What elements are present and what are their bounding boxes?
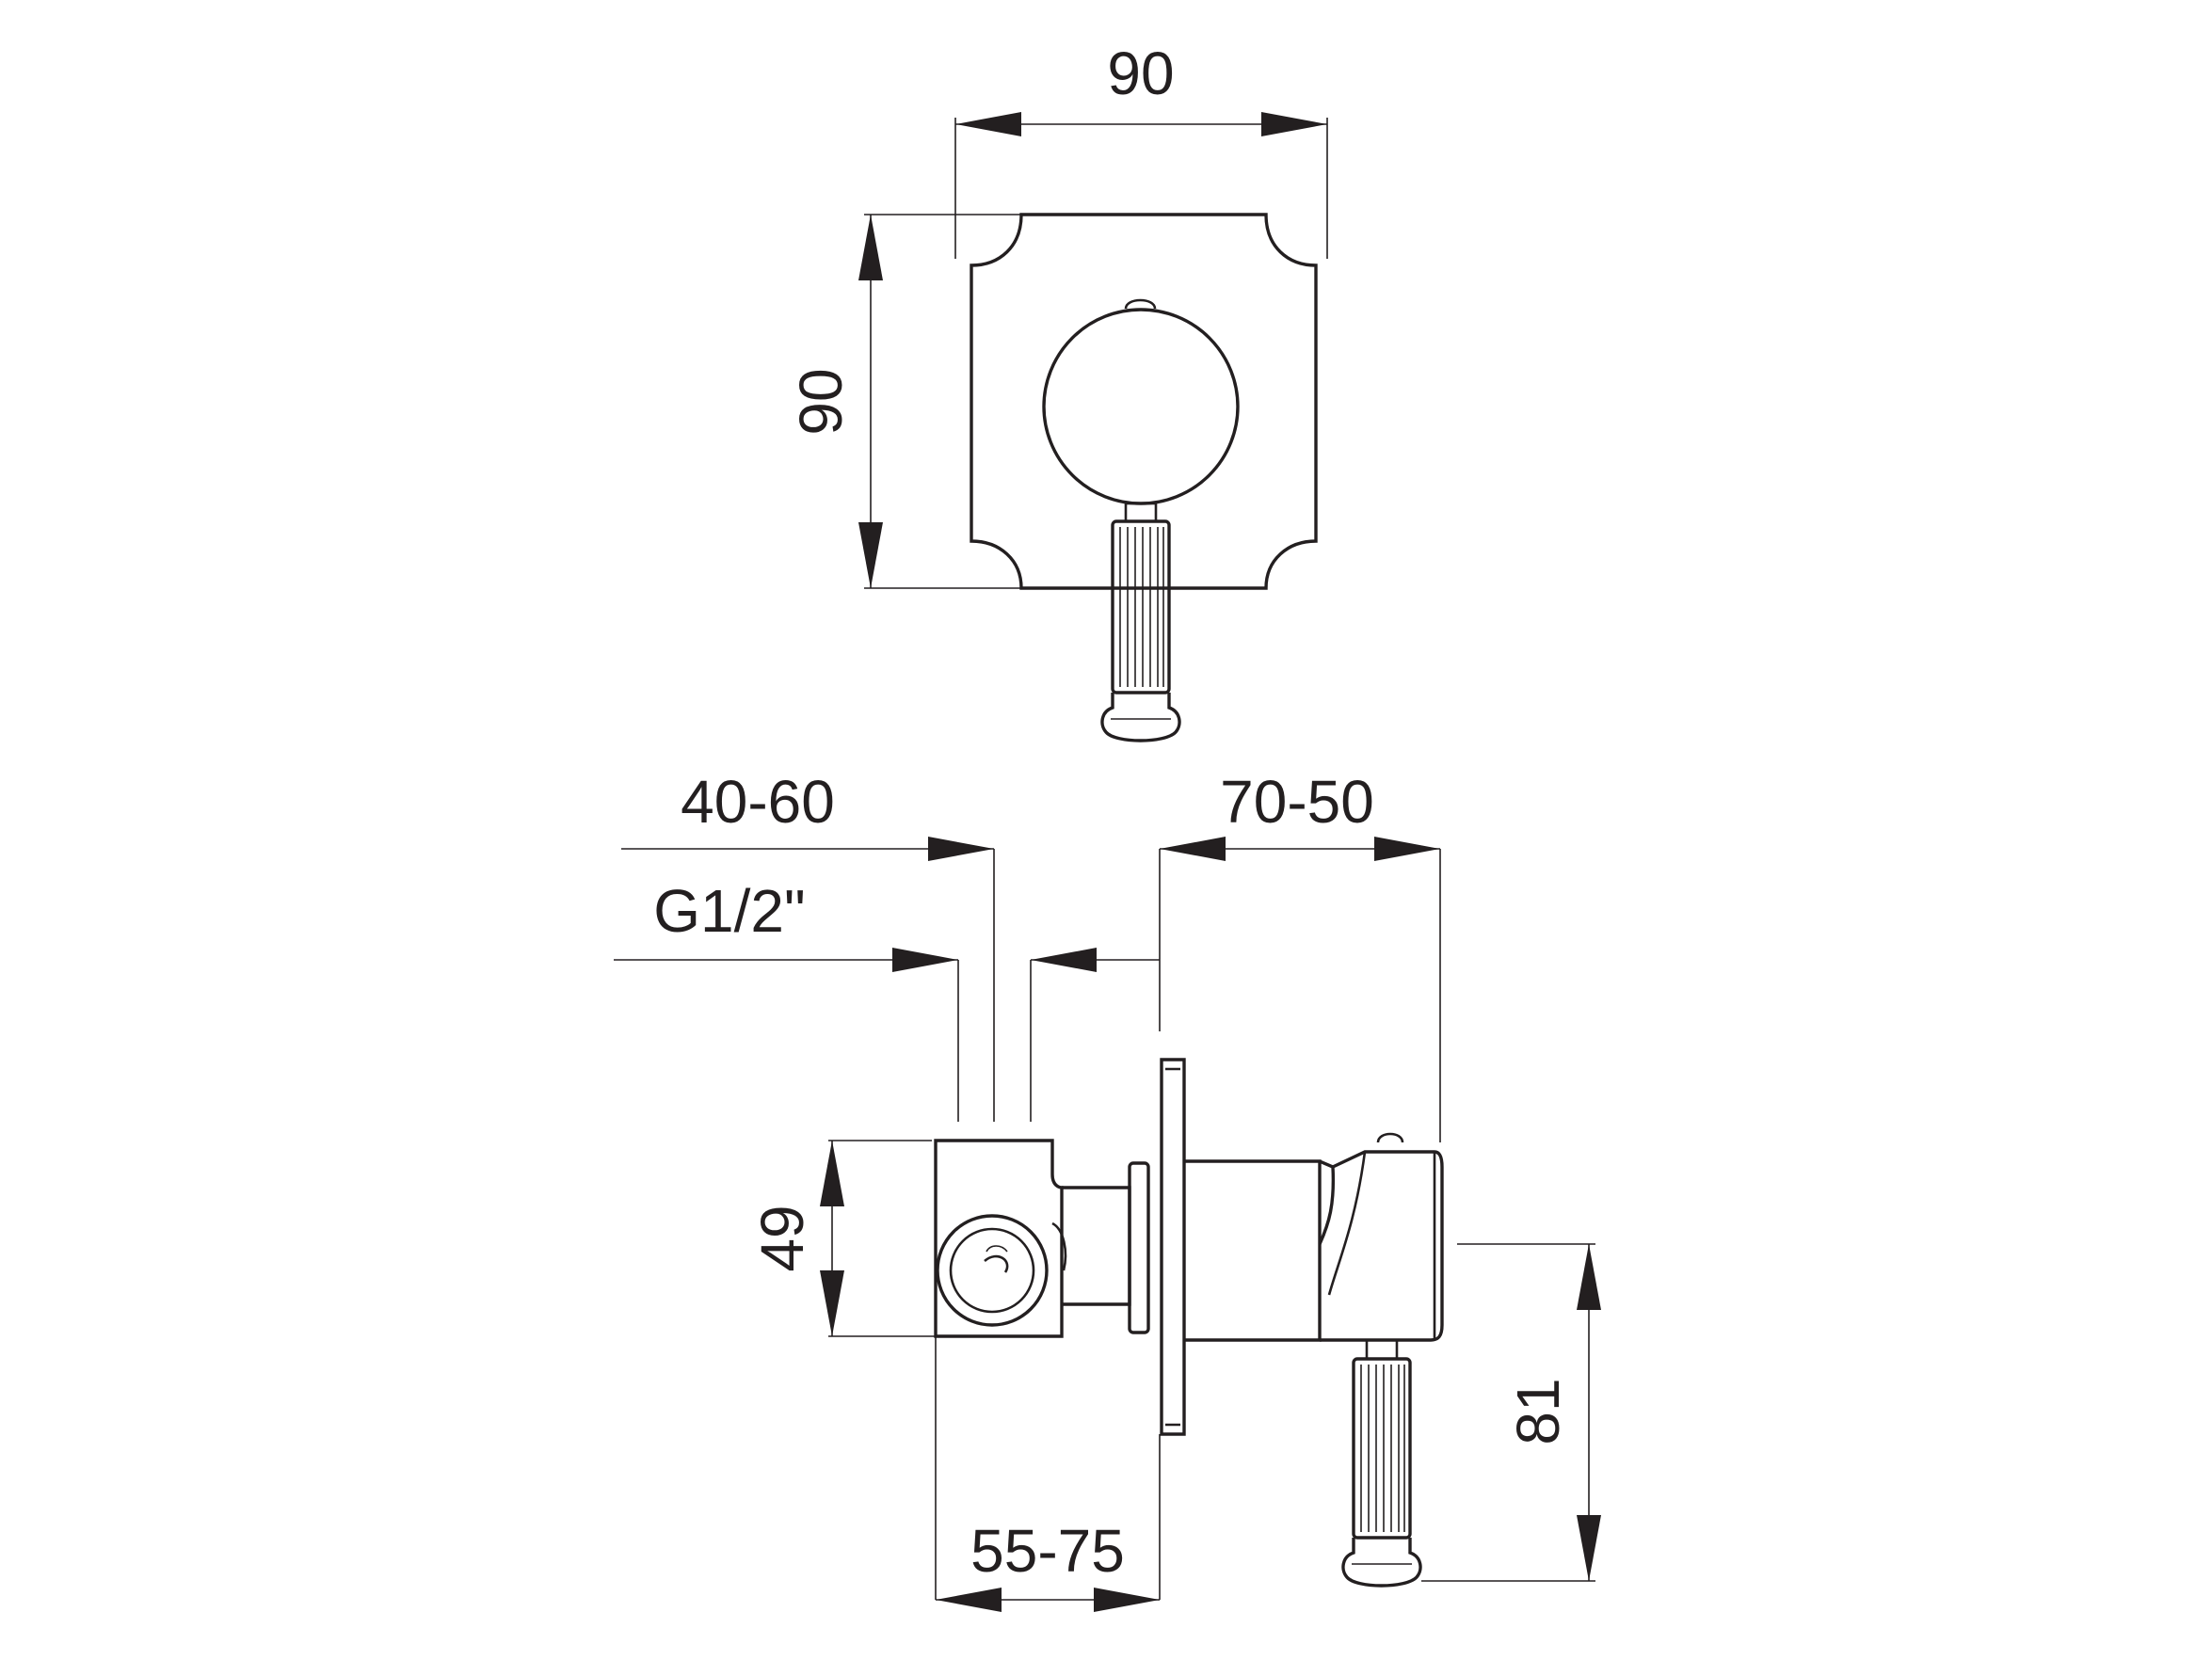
- lever-grip: [1111, 519, 1171, 694]
- dimension-front-height: 90: [787, 214, 1026, 589]
- dimension-lever-height: 81: [1421, 1243, 1601, 1582]
- lever-grip-side-ribs: [1360, 1365, 1405, 1532]
- valve-body: [934, 1139, 1064, 1338]
- dimension-projection: 70-50: [1159, 768, 1441, 1142]
- lever-end-cap: [1100, 693, 1181, 742]
- dimension-connection: G1/2": [614, 877, 1160, 1122]
- dimension-body-height: 49: [748, 1140, 968, 1337]
- side-view: 40-60 G1/2" 70-50 49: [614, 768, 1601, 1612]
- dim-label-projection: 70-50: [1220, 768, 1374, 836]
- dim-label-wall-depth: 40-60: [681, 768, 835, 836]
- lever-grip-ribs: [1119, 527, 1164, 687]
- handle-base-side: [1318, 1150, 1444, 1342]
- lever-neck-side: [1365, 1338, 1399, 1361]
- dimension-front-width: 90: [954, 40, 1328, 259]
- handle-nub: [1124, 298, 1157, 310]
- dim-label-connection: G1/2": [653, 877, 805, 945]
- dim-label-body-height: 49: [748, 1205, 816, 1271]
- dim-label-body-depth: 55-75: [970, 1517, 1125, 1585]
- front-view: 90 90: [787, 40, 1328, 742]
- wall-flange: [1160, 1058, 1186, 1436]
- lever-end-cap-side: [1341, 1538, 1422, 1588]
- inlet-outer-ring: [936, 1214, 1049, 1327]
- lever-neck: [1124, 502, 1158, 523]
- dim-label-lever-height: 81: [1504, 1378, 1572, 1445]
- lever-grip-side: [1352, 1357, 1412, 1540]
- dimension-wall-depth: 40-60: [621, 768, 995, 1122]
- valve-stem: [1062, 1186, 1131, 1306]
- cartridge-housing: [1184, 1159, 1322, 1342]
- handle-base: [1042, 308, 1240, 505]
- cover-plate: [970, 213, 1318, 590]
- dim-label-front-width: 90: [1107, 40, 1174, 107]
- dimension-body-depth: 55-75: [935, 1336, 1161, 1612]
- inlet-inner-ring: [949, 1227, 1035, 1314]
- dim-label-front-height: 90: [787, 368, 855, 435]
- stem-collar: [1128, 1161, 1150, 1334]
